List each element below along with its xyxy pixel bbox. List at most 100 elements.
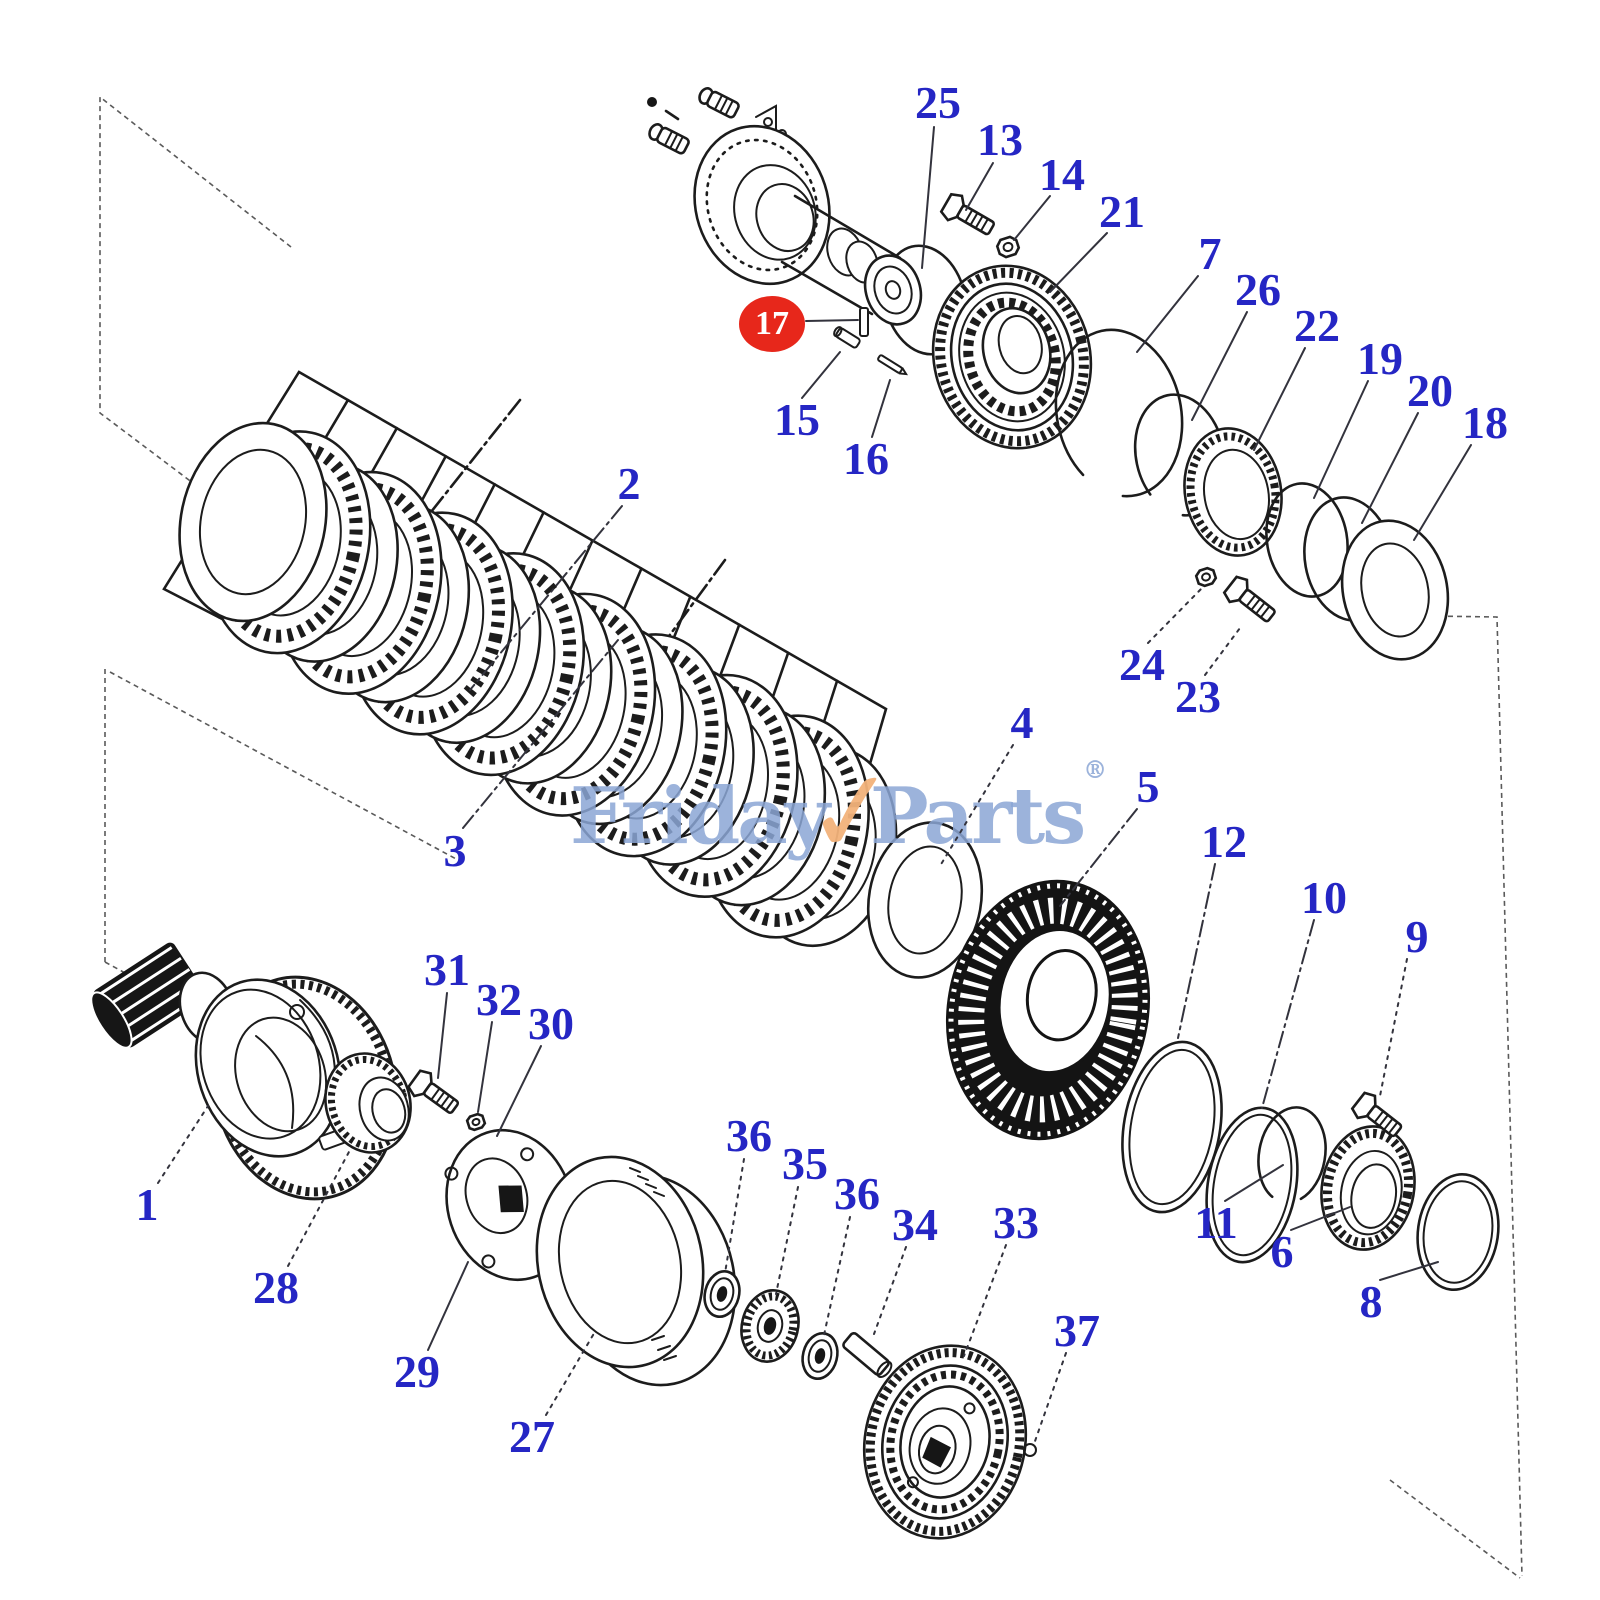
pin-34 [842, 1332, 893, 1379]
bolt-a [698, 87, 740, 119]
leader-27 [545, 1329, 597, 1416]
washer-18 [1340, 519, 1450, 661]
leader-12 [1177, 863, 1216, 1039]
watermark-text-left: Friday [570, 771, 830, 862]
leader-19 [1313, 380, 1369, 499]
leader-32 [477, 1021, 493, 1113]
leader-1 [157, 1105, 209, 1184]
part-label-18: 18 [1462, 397, 1508, 448]
leader-21 [1049, 232, 1108, 293]
friction-disc [205, 430, 372, 655]
part-label-37: 37 [1054, 1305, 1100, 1356]
part-label-11: 11 [1194, 1197, 1238, 1248]
pin-16 [877, 354, 909, 376]
part-label-20: 20 [1407, 365, 1453, 416]
washer-14 [995, 235, 1021, 259]
part-label-4: 4 [1010, 697, 1034, 748]
part-label-10: 10 [1301, 872, 1347, 923]
leader-22 [1253, 347, 1306, 451]
part-label-16: 16 [843, 433, 889, 484]
snap-ring-11 [1257, 1106, 1327, 1204]
leader-25 [921, 126, 935, 269]
leader-10 [1261, 919, 1315, 1109]
bearing-28 [324, 1052, 412, 1154]
leader-15 [801, 351, 841, 399]
part-label-21: 21 [1099, 186, 1145, 237]
clutch-disc-stack [178, 421, 898, 948]
leader-14 [1013, 195, 1051, 241]
washer-24 [1194, 566, 1218, 588]
clutch-hub-33 [862, 1344, 1028, 1540]
leader-6 [1290, 1206, 1351, 1231]
part-label-27: 27 [509, 1411, 555, 1462]
ball-37 [1023, 1443, 1037, 1457]
bolt-23 [1222, 575, 1276, 623]
pin-15 [833, 326, 861, 349]
part-label-35: 35 [782, 1138, 828, 1189]
ring-25 [882, 244, 968, 356]
bolt-13 [939, 192, 996, 236]
friction-disc [276, 470, 443, 696]
leader-17 [805, 319, 859, 322]
part-label-31: 31 [424, 944, 470, 995]
part-label-6: 6 [1270, 1226, 1294, 1277]
leader-2 [469, 505, 623, 691]
leader-29 [427, 1261, 469, 1351]
part-label-29: 29 [394, 1346, 440, 1397]
part-label-25: 25 [915, 77, 961, 128]
leader-23 [1204, 627, 1241, 676]
ring-gear-27 [535, 1155, 737, 1387]
leader-33 [963, 1244, 1007, 1357]
part-label-26: 26 [1235, 264, 1281, 315]
leader-9 [1379, 958, 1408, 1097]
registered-icon: ® [1083, 755, 1108, 784]
part-label-23: 23 [1175, 671, 1221, 722]
pin-17-target [859, 307, 869, 337]
bearing-21 [931, 264, 1093, 450]
leader-37 [1033, 1352, 1067, 1445]
bearing-36a [703, 1270, 741, 1318]
leader-36 [823, 1216, 851, 1336]
small-parts-group [703, 1270, 1037, 1540]
part-label-33: 33 [993, 1197, 1039, 1248]
part-label-12: 12 [1201, 816, 1247, 867]
washer-32 [465, 1112, 487, 1132]
part-label-3: 3 [443, 825, 467, 876]
leader-24 [1147, 586, 1204, 644]
ring-12 [1121, 1040, 1223, 1214]
leader-31 [437, 992, 448, 1079]
pin-dot [647, 97, 657, 107]
part-label-36: 36 [834, 1168, 880, 1219]
part-label-8: 8 [1359, 1276, 1383, 1327]
part-label-13: 13 [977, 114, 1023, 165]
bolt-31 [406, 1069, 460, 1114]
pin-30 [482, 1134, 502, 1150]
bearing-36b [801, 1332, 839, 1380]
gear-5 [945, 879, 1151, 1141]
part-label-36: 36 [726, 1110, 772, 1161]
part-label-5: 5 [1136, 761, 1160, 812]
watermark: Friday✓Parts® [570, 740, 1108, 883]
highlighted-part-label-17: 17 [739, 296, 805, 352]
roller-bearing-35 [740, 1289, 800, 1363]
part-label-24: 24 [1119, 639, 1165, 690]
snap-ring-26 [1133, 393, 1227, 517]
synchro-ring-22 [1183, 427, 1283, 557]
steel-disc [391, 543, 542, 745]
steel-disc [320, 502, 471, 704]
ring-20 [1303, 496, 1395, 622]
leader-26 [1191, 311, 1248, 421]
part-label-19: 19 [1357, 333, 1403, 384]
bolt-b [648, 123, 690, 155]
part-label-14: 14 [1039, 149, 1085, 200]
part-label-9: 9 [1405, 911, 1429, 962]
leader-13 [965, 162, 994, 211]
leader-8 [1379, 1261, 1439, 1281]
ring-8 [1416, 1172, 1500, 1292]
steel-disc [249, 462, 399, 663]
differential-assembly-1 [90, 942, 737, 1387]
leader-28 [287, 1149, 351, 1267]
leader-7 [1136, 275, 1199, 353]
part-label-34: 34 [892, 1199, 938, 1250]
